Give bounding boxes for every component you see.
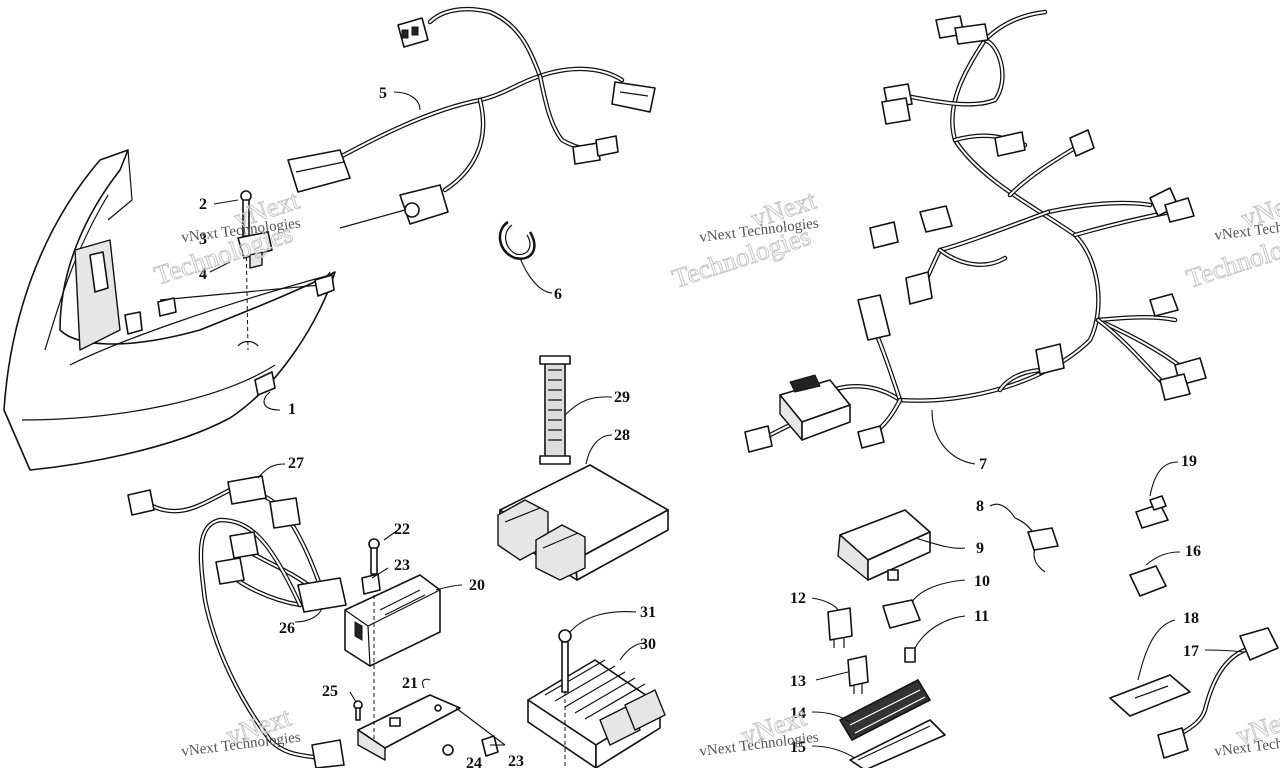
harness-5 <box>287 7 656 229</box>
connector-19 <box>1135 495 1169 529</box>
callout-27: 27 <box>288 455 304 472</box>
fuse-block-10 <box>882 599 921 629</box>
regulator-30 <box>527 659 666 768</box>
callout-29: 29 <box>614 389 630 406</box>
main-harness-7 <box>744 9 1207 453</box>
callout-18: 18 <box>1183 610 1199 627</box>
sensor-8 <box>1014 517 1059 573</box>
callout-24: 24 <box>466 755 482 768</box>
headlight-housing <box>3 149 336 471</box>
callout-3: 3 <box>199 231 207 248</box>
callout-1: 1 <box>288 401 296 418</box>
callout-23b: 23 <box>508 753 524 768</box>
callout-4: 4 <box>199 266 207 283</box>
callout-6: 6 <box>554 286 562 303</box>
callout-11: 11 <box>974 608 989 625</box>
clip-3 <box>237 231 273 269</box>
ribbon-29 <box>539 355 571 465</box>
connector-16 <box>1129 565 1167 597</box>
fuse-label-14 <box>839 679 931 741</box>
callout-13: 13 <box>790 673 806 690</box>
relay-12 <box>827 607 853 648</box>
leader-lines <box>209 91 1246 759</box>
callout-8: 8 <box>976 498 984 515</box>
screw-25 <box>353 700 363 721</box>
ring-6 <box>498 220 536 260</box>
harness-26-27 <box>127 475 347 768</box>
callout-21: 21 <box>402 675 418 692</box>
callout-20: 20 <box>469 577 485 594</box>
sheet-18 <box>1109 674 1191 717</box>
callout-15: 15 <box>790 739 806 756</box>
screw-22 <box>368 538 380 740</box>
screw-31 <box>558 629 572 768</box>
clip-23 <box>361 573 499 757</box>
fuse-11 <box>904 647 916 663</box>
callout-9: 9 <box>976 540 984 557</box>
callout-23: 23 <box>394 557 410 574</box>
callout-2: 2 <box>199 196 207 213</box>
callout-30: 30 <box>640 636 656 653</box>
callout-17: 17 <box>1183 643 1199 660</box>
callout-25: 25 <box>322 683 338 700</box>
callout-10: 10 <box>974 573 990 590</box>
callout-19: 19 <box>1181 453 1197 470</box>
callout-31: 31 <box>640 604 656 621</box>
nut-4 <box>157 297 177 317</box>
relay-13 <box>847 655 869 694</box>
callout-14: 14 <box>790 705 806 722</box>
watermarks: vNext Technologies vNext Technologies vN… <box>150 184 1280 760</box>
callout-5: 5 <box>379 85 387 102</box>
adaptor-harness-17 <box>1157 627 1279 759</box>
fuse-box-9 <box>837 509 931 581</box>
callout-12: 12 <box>790 590 806 607</box>
bracket-21 <box>357 694 461 761</box>
callout-22: 22 <box>394 521 410 538</box>
nut-24 <box>442 744 454 756</box>
callout-numbers: 1 2 3 4 5 6 7 8 9 10 11 12 13 14 15 16 1… <box>199 85 1201 768</box>
callout-26: 26 <box>279 620 295 637</box>
callout-16: 16 <box>1185 543 1201 560</box>
callout-28: 28 <box>614 427 630 444</box>
tray-15 <box>849 719 946 768</box>
module-20 <box>344 574 441 667</box>
callout-7: 7 <box>979 456 987 473</box>
ecu-28 <box>497 464 669 581</box>
